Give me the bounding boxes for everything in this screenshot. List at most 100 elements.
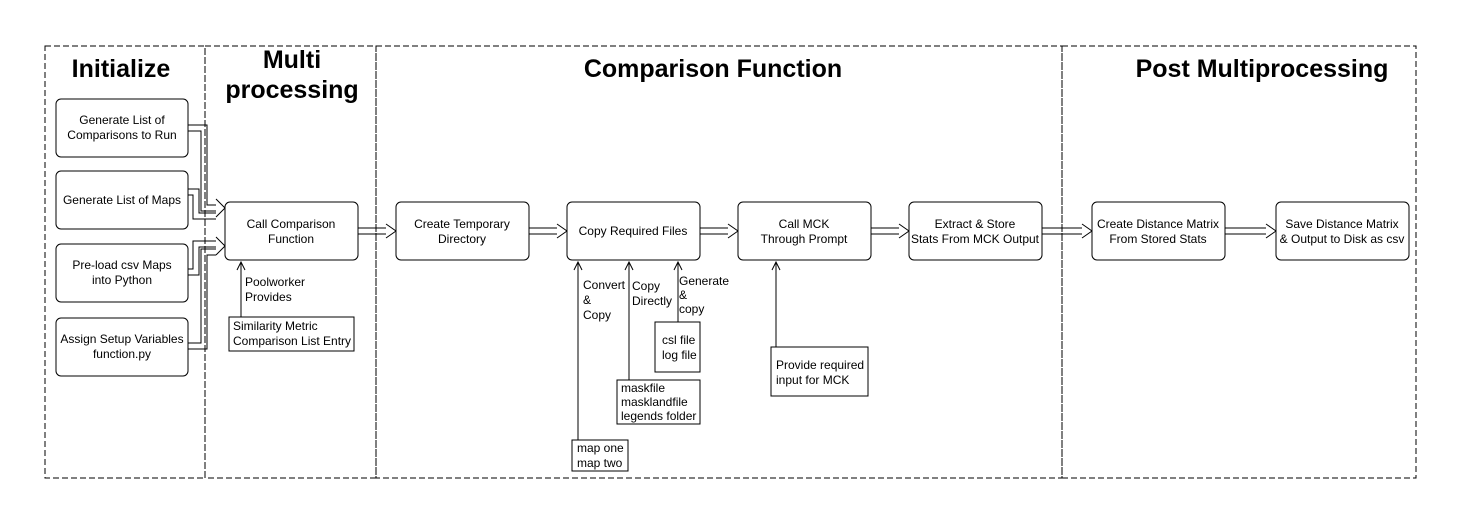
edge-label-generate-copy-line: copy [679, 302, 704, 316]
note-similarity-metric-text-line: Comparison List Entry [233, 334, 351, 348]
lane-comparison-function [375, 45, 1063, 479]
step-save-distance-matrix [1275, 201, 1410, 261]
step-assign-setup-variables-label-line: function.py [93, 347, 151, 361]
step-create-temporary-directory-label-line: Directory [438, 232, 486, 246]
edge-label-convert-copy-line: Convert [583, 278, 626, 292]
step-save-distance-matrix-label-line: & Output to Disk as csv [1280, 232, 1405, 246]
note-map-files-text-line: map one [577, 441, 624, 455]
step-extract-store-stats [908, 201, 1043, 261]
step-create-distance-matrix-label-line: Create Distance Matrix [1097, 217, 1219, 231]
edge-label-convert-copy-line: & [583, 293, 591, 307]
note-csl-log-files [654, 321, 701, 373]
arrow-copy-files-to-call-mck [700, 223, 739, 239]
step-generate-maps [55, 170, 189, 230]
arrowhead-into-call-comparison [215, 198, 226, 256]
connector-assign-vars [188, 248, 216, 350]
note-mck-input-text-line: Provide required [776, 358, 864, 372]
connector-generate-comparisons [188, 124, 216, 212]
step-assign-setup-variables-label-line: Assign Setup Variables [60, 332, 183, 346]
arrow-call-comparison-to-temp-dir [358, 223, 397, 239]
step-generate-comparisons [55, 98, 189, 158]
step-generate-comparisons-label-line: Generate List of [79, 113, 165, 127]
note-similarity-metric [228, 316, 355, 352]
note-mck-input-text-line: input for MCK [776, 373, 849, 387]
lane-initialize [44, 45, 206, 479]
arrow-create-matrix-to-save-matrix [1225, 223, 1277, 239]
arrow-temp-dir-to-copy-files [529, 223, 568, 239]
step-generate-maps-label-line: Generate List of Maps [63, 193, 181, 207]
step-copy-required-files [566, 201, 701, 261]
edge-label-copy-directly-line: Directly [632, 294, 672, 308]
note-map-files-text-line: map two [577, 456, 623, 470]
note-mask-files [616, 379, 701, 425]
step-generate-comparisons-label-line: Comparisons to Run [67, 128, 176, 142]
step-call-comparison-function-label-line: Call Comparison [247, 217, 336, 231]
lane-post-multiprocessing [1061, 45, 1417, 479]
edge-label-generate-copy: Generate&copy [679, 274, 729, 316]
step-save-distance-matrix-label-line: Save Distance Matrix [1285, 217, 1398, 231]
lane-title-initialize: Initialize [72, 55, 171, 83]
lane-title-post-multiprocessing-line: Post Multiprocessing [1136, 55, 1389, 83]
lane-multiprocessing [204, 45, 377, 479]
note-mask-files-text-line: masklandfile [621, 395, 688, 409]
note-mask-files-text-line: maskfile [621, 381, 665, 395]
step-preload-maps [55, 243, 189, 303]
lane-title-comparison-function: Comparison Function [584, 55, 842, 83]
note-csl-log-files-text-line: csl file [662, 333, 696, 347]
edge-label-poolworker-line: Poolworker [245, 275, 305, 289]
step-copy-required-files-label: Copy Required Files [579, 224, 688, 238]
step-call-comparison-function-label-line: Function [268, 232, 314, 246]
step-assign-setup-variables [55, 317, 189, 377]
step-call-mck-label-line: Through Prompt [761, 232, 848, 246]
note-csl-log-files-text-line: log file [662, 348, 697, 362]
edge-label-convert-copy: Convert&Copy [583, 278, 626, 322]
lane-title-comparison-function-line: Comparison Function [584, 55, 842, 83]
step-create-distance-matrix-label-line: From Stored Stats [1109, 232, 1206, 246]
lane-title-post-multiprocessing: Post Multiprocessing [1136, 55, 1389, 83]
step-save-distance-matrix-label: Save Distance Matrix& Output to Disk as … [1280, 217, 1405, 246]
lane-title-multiprocessing-line: processing [225, 76, 358, 104]
step-call-mck [737, 201, 872, 261]
lane-title-multiprocessing-line: Multi [263, 46, 321, 74]
edge-label-generate-copy-line: & [679, 288, 687, 302]
step-extract-store-stats-label-line: Extract & Store [935, 217, 1016, 231]
step-create-distance-matrix [1091, 201, 1226, 261]
step-copy-required-files-label-line: Copy Required Files [579, 224, 688, 238]
connector-preload-maps [188, 240, 216, 276]
step-call-mck-label-line: Call MCK [779, 217, 830, 231]
step-call-comparison-function [224, 201, 359, 261]
step-create-temporary-directory-label-line: Create Temporary [414, 217, 510, 231]
edge-label-copy-directly-line: Copy [632, 279, 660, 293]
step-preload-maps-label-line: Pre-load csv Maps [72, 258, 171, 272]
step-preload-maps-label-line: into Python [92, 273, 152, 287]
note-mask-files-text-line: legends folder [621, 409, 696, 423]
connector-generate-maps [188, 188, 216, 220]
lane-title-initialize-line: Initialize [72, 55, 171, 83]
edge-label-poolworker-line: Provides [245, 290, 292, 304]
step-extract-store-stats-label-line: Stats From MCK Output [911, 232, 1040, 246]
edge-label-convert-copy-line: Copy [583, 308, 611, 322]
note-map-files [571, 439, 629, 472]
edge-label-generate-copy-line: Generate [679, 274, 729, 288]
arrow-extract-stats-to-create-matrix [1042, 223, 1093, 239]
note-mck-input [770, 346, 869, 397]
arrow-call-mck-to-extract-stats [871, 223, 910, 239]
step-create-temporary-directory [395, 201, 530, 261]
